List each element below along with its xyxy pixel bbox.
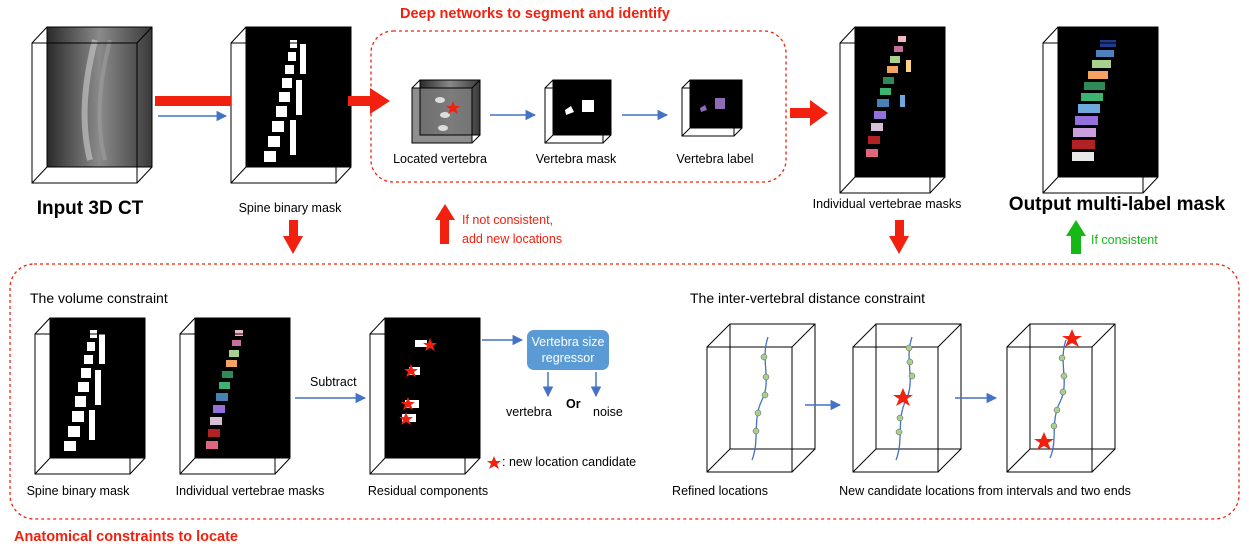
anatomical-constraints-title: Anatomical constraints to locate [14, 529, 238, 545]
red-arrow-down-right [889, 220, 909, 254]
candidate-legend-text: : new location candidate [502, 455, 637, 469]
vertebra-outcome: vertebra [506, 405, 552, 419]
deep-networks-title: Deep networks to segment and identify [400, 6, 670, 22]
regressor-line2: regressor [541, 351, 595, 365]
size-regressor-box: Vertebra size regressor [527, 330, 609, 370]
regressor-line1: Vertebra size [531, 335, 605, 349]
located-vertebra-volume [411, 79, 481, 144]
output-mask-label: Output multi-label mask [1008, 194, 1226, 215]
not-consistent-line1: If not consistent, [462, 213, 554, 227]
green-arrow-up [1066, 220, 1086, 254]
refined-locations-volume [706, 323, 816, 473]
vertebra-label-label: Vertebra label [676, 152, 754, 166]
noise-outcome: noise [593, 405, 623, 419]
candidate-intervals-volume [852, 323, 962, 473]
vertebra-mask-volume [544, 79, 612, 144]
red-arrow-up-feedback [435, 204, 455, 244]
red-arrow-mask-to-network [348, 88, 390, 114]
red-arrow-ct-to-mask [155, 96, 231, 106]
individual-masks-label: Individual vertebrae masks [812, 197, 962, 211]
volume-constraint-title: The volume constraint [30, 290, 168, 306]
input-ct-label: Input 3D CT [36, 198, 144, 219]
candidate-legend-star [487, 456, 501, 469]
refined-locations-label: Refined locations [672, 484, 768, 498]
deep-network-region [370, 30, 787, 183]
spine-mask-volume [230, 26, 352, 184]
red-arrow-down-left [283, 220, 303, 254]
residual-components-volume [369, 317, 481, 475]
bottom-individual-masks-volume [179, 317, 291, 475]
new-candidates-label: New candidate locations from intervals a… [839, 484, 1131, 498]
residual-label: Residual components [367, 484, 489, 498]
vertebra-mask-label: Vertebra mask [535, 152, 617, 166]
bottom-spine-mask-label: Spine binary mask [26, 484, 130, 498]
not-consistent-line2: add new locations [462, 232, 563, 246]
spine-mask-label: Spine binary mask [238, 201, 342, 215]
located-vertebra-label: Located vertebra [393, 152, 487, 166]
distance-constraint-title: The inter-vertebral distance constraint [690, 290, 925, 306]
bottom-individual-label: Individual vertebrae masks [175, 484, 325, 498]
vertebra-label-volume [681, 79, 743, 137]
output-mask-volume [1042, 26, 1159, 194]
candidate-ends-volume [1006, 323, 1116, 473]
bottom-spine-mask-volume [34, 317, 146, 475]
constraints-region [9, 263, 1240, 520]
individual-masks-volume [839, 26, 946, 194]
subtract-label: Subtract [310, 375, 357, 389]
input-ct-volume [31, 26, 153, 184]
consistent-label: If consistent [1091, 233, 1158, 247]
red-arrow-network-to-individual [790, 100, 828, 126]
or-label: Or [566, 397, 581, 411]
